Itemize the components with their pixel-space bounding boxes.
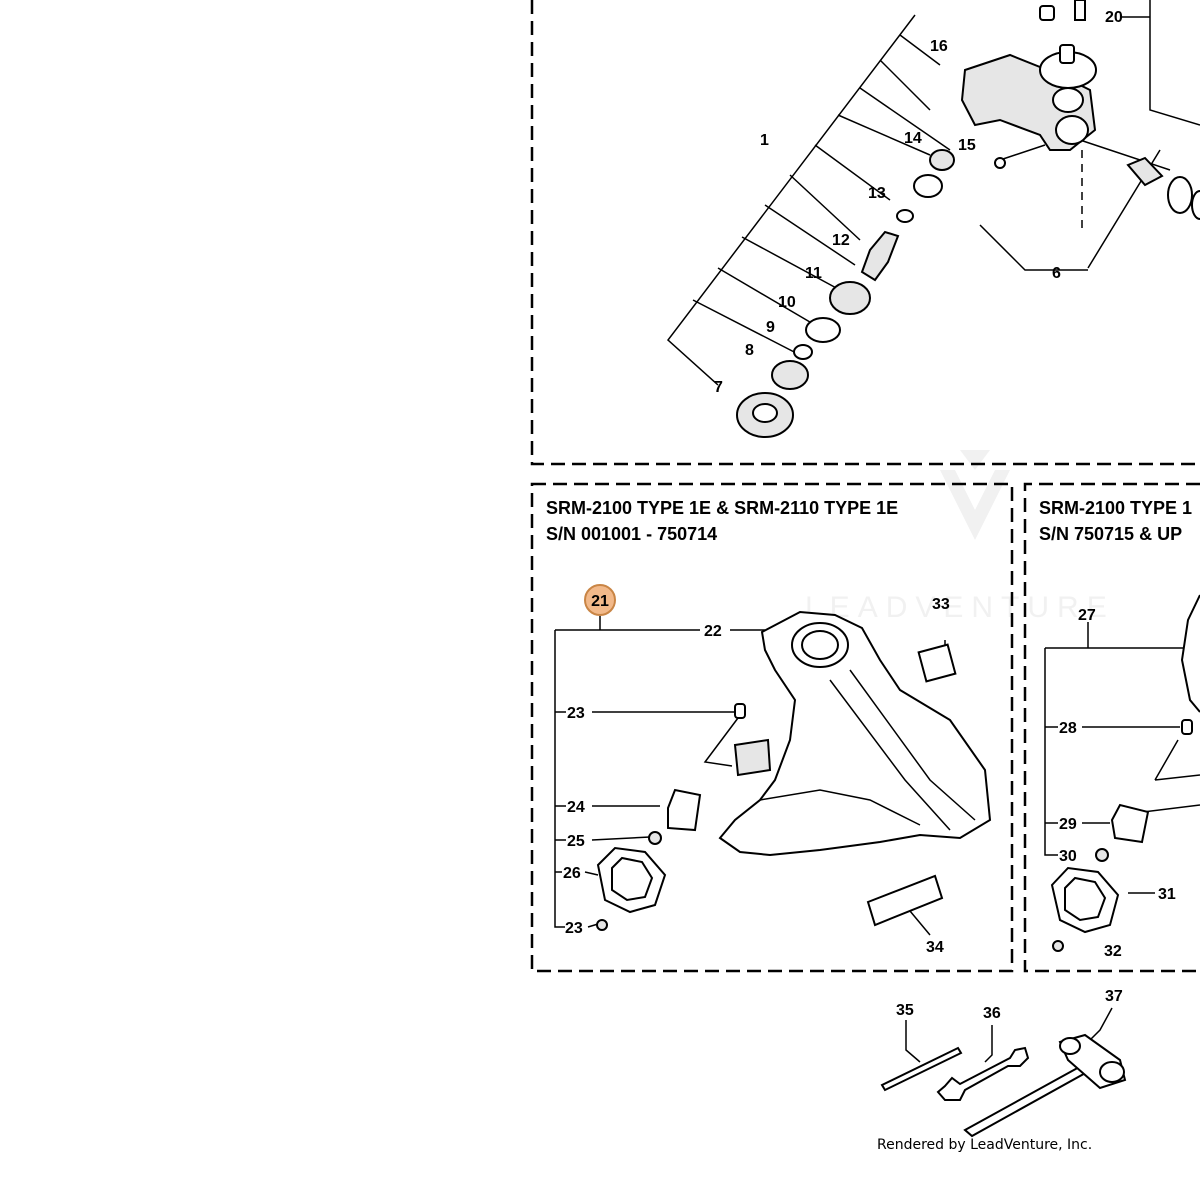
part-9-washer: [793, 344, 813, 360]
callout-35: 35: [896, 1002, 914, 1019]
callout-12: 12: [832, 232, 850, 249]
callout-1: 1: [760, 132, 769, 149]
debris-shield: [718, 610, 992, 857]
callout-11: 11: [805, 265, 822, 282]
section-frames: [530, 0, 1200, 973]
callout-34: 34: [926, 939, 944, 956]
callout-29: 29: [1059, 816, 1077, 833]
tool-35-rod: [880, 1046, 963, 1092]
part-12-pinion: [860, 230, 900, 282]
callout-14: 14: [904, 130, 922, 147]
left-box-frame: [530, 482, 1014, 973]
callout-33: 33: [932, 596, 950, 613]
left-box-title: SRM-2100 TYPE 1E & SRM-2110 TYPE 1E: [546, 498, 898, 518]
callout-6: 6: [1052, 265, 1061, 282]
callout-23b: 23: [565, 920, 583, 937]
part-10-ring: [805, 317, 841, 343]
callout-25: 25: [567, 833, 585, 850]
part-8-bearing: [771, 360, 809, 390]
part-24-bracket: [667, 788, 702, 832]
left-shield-box: SRM-2100 TYPE 1E & SRM-2110 TYPE 1E S/N …: [546, 498, 992, 956]
part-23-screw: [734, 703, 746, 719]
callout-8: 8: [745, 342, 754, 359]
bracket-1: [666, 14, 916, 386]
bracket-21: [554, 616, 765, 928]
part-23b-screw: [596, 919, 608, 931]
callout-22: 22: [704, 623, 722, 640]
watermark-text: LEADVENTURE: [805, 591, 1115, 624]
part-33-label: [917, 643, 957, 683]
leadventure-logo-icon: [940, 450, 1010, 540]
callout-27: 27: [1078, 607, 1096, 624]
callout-37: 37: [1105, 988, 1123, 1005]
tools: 35 36 37: [880, 988, 1127, 1138]
upper-frame: [530, 0, 1200, 466]
right-box-frame: [1023, 482, 1200, 973]
right-box-serial: S/N 750715 & UP: [1039, 524, 1182, 544]
render-credit: Rendered by LeadVenture, Inc.: [877, 1137, 1092, 1153]
tool-36-wrench: [936, 1046, 1030, 1101]
callout-28: 28: [1059, 720, 1077, 737]
right-shield-box: SRM-2100 TYPE 1 S/N 750715 & UP 27 28 29…: [1039, 498, 1200, 960]
left-box-serial: S/N 001001 - 750714: [546, 524, 717, 544]
callout-13: 13: [868, 185, 886, 202]
callout-26: 26: [563, 865, 581, 882]
part-25-nut: [648, 831, 662, 845]
part-13-washer: [896, 209, 914, 223]
callout-36: 36: [983, 1005, 1001, 1022]
callout-21-label: 21: [591, 593, 609, 610]
callout-9: 9: [766, 319, 775, 336]
right-box-title: SRM-2100 TYPE 1: [1039, 498, 1192, 518]
callout-21-hotspot[interactable]: 21: [584, 584, 616, 616]
gear-case-assembly: 1 6 7 8 9 10 11 12 13 14 15 16 20: [666, 0, 1200, 438]
part-34-label: [866, 874, 944, 927]
callout-32: 32: [1104, 943, 1122, 960]
callout-7: 7: [714, 379, 723, 396]
part-11-bearing: [829, 281, 871, 315]
callout-24: 24: [567, 799, 585, 816]
callout-10: 10: [778, 294, 796, 311]
callout-23a: 23: [567, 705, 585, 722]
watermark: LEADVENTURE: [805, 450, 1115, 624]
part-13-gear: [913, 174, 943, 198]
callout-30: 30: [1059, 848, 1077, 865]
callout-20: 20: [1105, 9, 1123, 26]
part-14: [929, 149, 955, 171]
callout-15: 15: [958, 137, 976, 154]
callout-16: 16: [930, 38, 948, 55]
callout-31: 31: [1158, 886, 1176, 903]
